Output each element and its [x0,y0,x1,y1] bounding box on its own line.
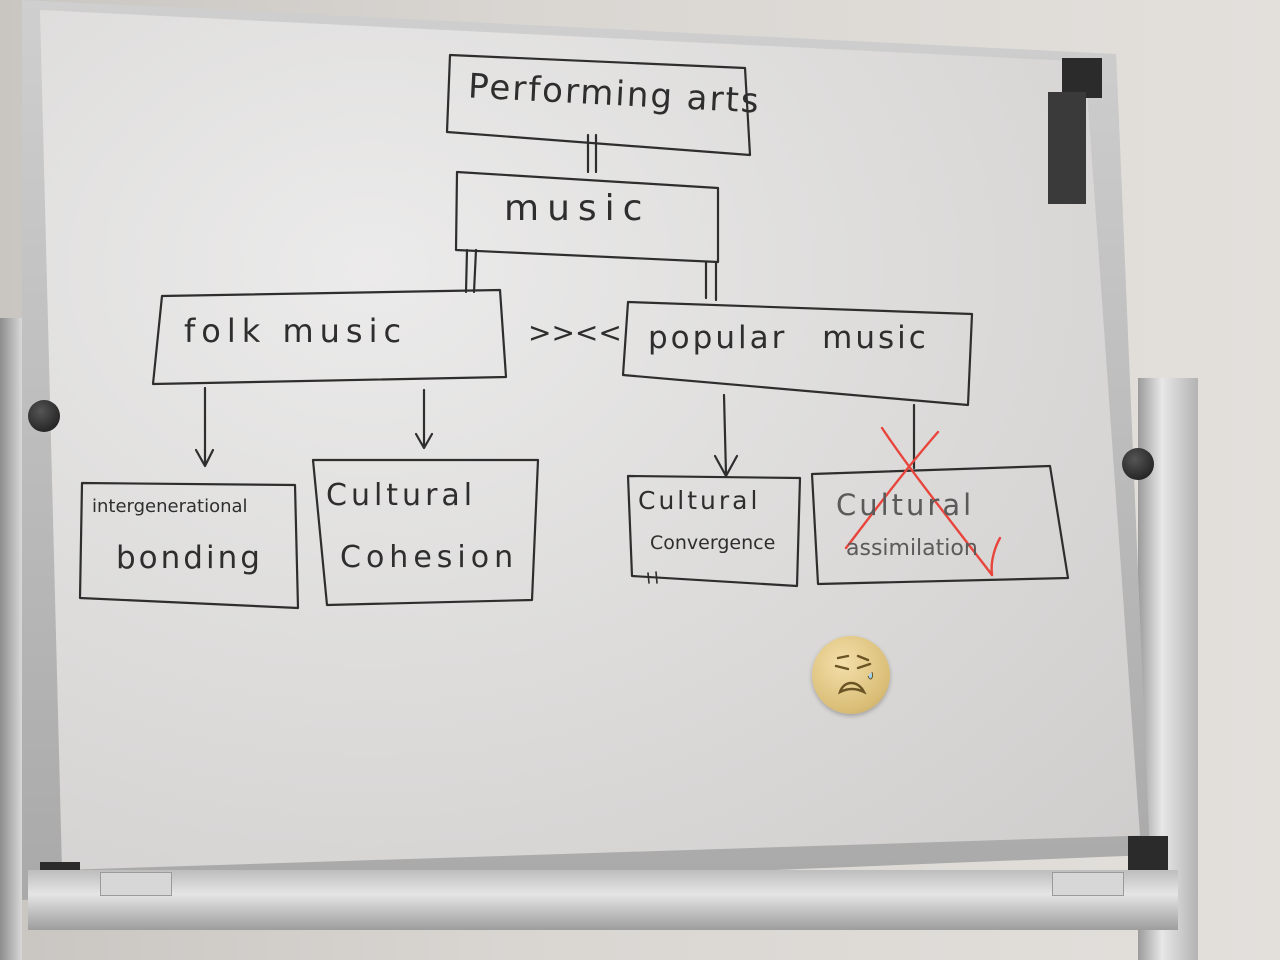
leaf-2-line2: Cohesion [340,540,519,575]
frame-corner-top-right [1062,58,1102,98]
connector-root-music [586,133,598,174]
cross-out-mark [844,426,994,577]
arrow-to-convergence [713,393,739,478]
leaf-2-line1: Cultural [326,478,477,513]
cross-out-tail [990,536,1002,577]
label-popular-music: popular music [648,320,929,356]
box-cultural-assimilation [810,464,1070,586]
box-performing-arts [445,53,752,157]
connector-music-popular [704,260,718,302]
board-clip-top-right [1048,92,1086,204]
label-comparator: >><< [528,316,622,349]
leaf-1-line1: intergenerational [92,496,248,517]
whiteboard-surface [40,10,1140,870]
label-folk-music: folk music [184,312,408,350]
frame-corner-bottom-right [1128,836,1168,876]
easel-knob-left [28,400,60,432]
leaf-3-line2: Convergence [650,532,776,554]
connector-music-folk [464,248,478,294]
leaf-4-line1: Cultural [836,488,975,522]
crying-face-icon [812,636,890,714]
box-cultural-convergence [626,474,802,588]
leaf-4-line2: assimilation [846,536,978,561]
box-popular-music [621,300,974,407]
tray-clip-left [100,872,172,896]
box-music [454,170,720,264]
arrow-to-cohesion [414,388,434,450]
leaf-1-line2: bonding [116,540,263,576]
box-cultural-cohesion [311,458,540,607]
box-folk-music [151,288,508,386]
leaf-3-line1: Cultural [638,486,761,515]
scribble-mark [647,571,658,584]
easel-leg-left [0,318,22,960]
marker-tray [28,870,1178,930]
arrow-to-bonding [194,386,215,468]
easel-knob-right [1122,448,1154,480]
tray-clip-right [1052,872,1124,896]
label-music: music [504,188,651,229]
box-intergenerational-bonding [78,481,300,610]
